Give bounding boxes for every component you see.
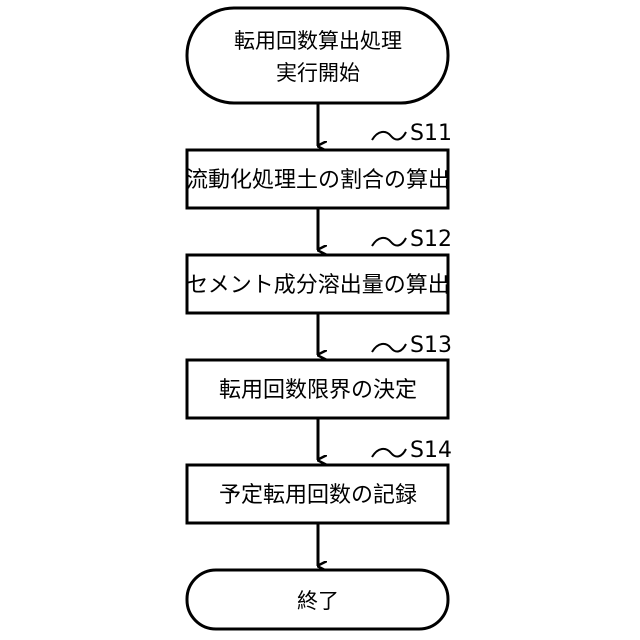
start-terminator: 転用回数算出処理 実行開始 <box>187 8 448 103</box>
step-s13-leader <box>372 344 406 352</box>
start-label-line1: 転用回数算出処理 <box>234 29 402 53</box>
start-label-line2: 実行開始 <box>276 61 360 85</box>
step-s11-leader <box>372 132 406 140</box>
step-s13-label: 転用回数限界の決定 <box>219 378 417 403</box>
step-s12-id: S12 <box>410 227 452 252</box>
end-label: 終了 <box>297 589 339 613</box>
end-terminator: 終了 <box>187 570 448 629</box>
step-s14-leader <box>372 449 406 457</box>
step-s12-label: セメント成分溶出量の算出 <box>186 273 450 298</box>
step-s13-id: S13 <box>410 333 452 358</box>
step-s14-label: 予定転用回数の記録 <box>219 483 417 508</box>
step-s11-label: 流動化処理土の割合の算出 <box>186 168 450 193</box>
step-s14-id: S14 <box>410 438 452 463</box>
start-shape <box>187 8 448 103</box>
step-s12-leader <box>372 238 406 246</box>
step-s11-id: S11 <box>410 121 452 146</box>
